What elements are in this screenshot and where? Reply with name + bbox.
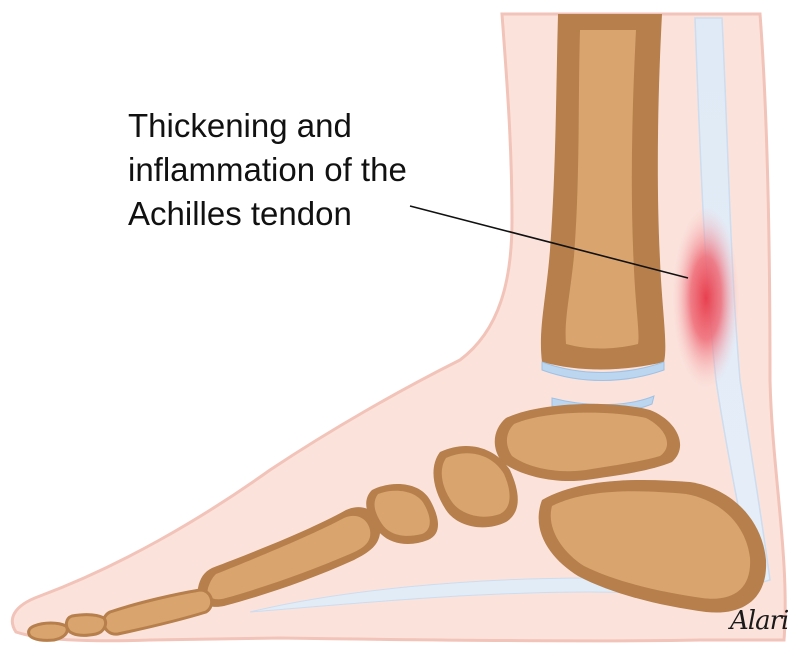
artist-signature: Alari <box>730 606 788 636</box>
middle-phalanx <box>66 615 105 636</box>
callout-label: Thickening and inflammation of the Achil… <box>128 104 407 236</box>
callout-line-3: Achilles tendon <box>128 192 407 236</box>
callout-line-1: Thickening and <box>128 104 407 148</box>
callout-line-2: inflammation of the <box>128 148 407 192</box>
tendon-inflammation <box>672 206 740 390</box>
distal-phalanx <box>29 623 68 640</box>
